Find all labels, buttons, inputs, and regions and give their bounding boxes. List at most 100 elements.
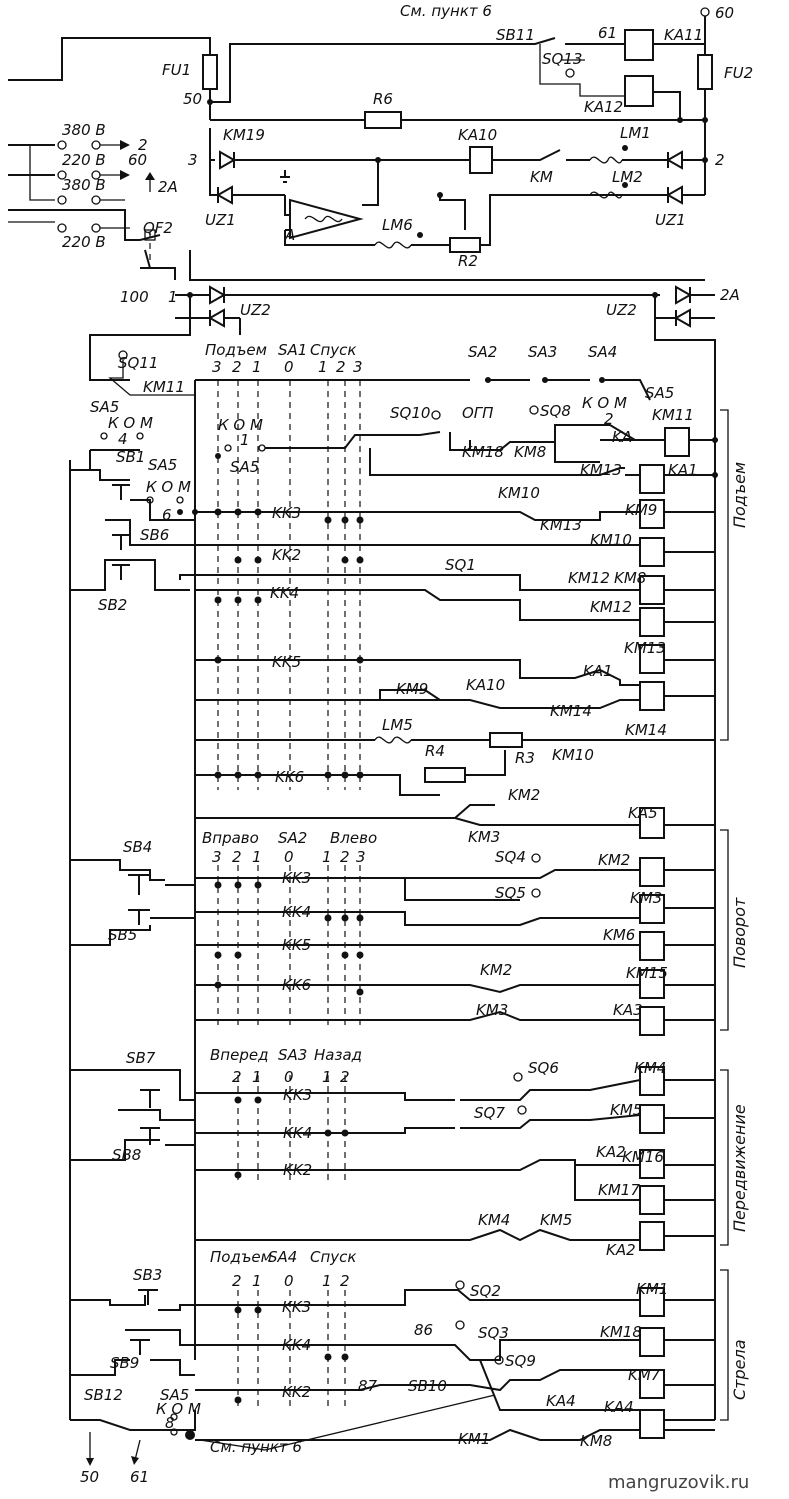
label-pos-l3: 3 <box>212 358 222 376</box>
label-2: 2 <box>715 151 725 169</box>
label-qf2: QF2 <box>143 219 173 237</box>
sa3-dots <box>234 1096 349 1179</box>
label-uz1-right: UZ1 <box>655 211 686 229</box>
coil-km6 <box>639 931 665 961</box>
label-travel-l2: 2 <box>232 1068 242 1086</box>
label-km13a: KM13 <box>580 461 622 479</box>
label-sb11: SB11 <box>496 26 535 44</box>
coil-ka4 <box>639 1409 665 1439</box>
label-1b: 1 <box>240 431 250 449</box>
label-travel-sa3: SA3 <box>278 1046 307 1064</box>
label-sb12: SB12 <box>84 1386 123 1404</box>
power-section <box>8 7 716 1420</box>
label-slew-kk6: KK6 <box>282 976 311 994</box>
coil-km10 <box>639 537 665 567</box>
label-boom-sa5: SA5 <box>160 1386 189 1404</box>
label-boom-sa4: SA4 <box>268 1248 297 1266</box>
resistor-r2 <box>449 237 481 253</box>
label-km3a: KM3 <box>468 828 500 846</box>
label-sq3: SQ3 <box>478 1324 509 1342</box>
label-ka1b: KA1 <box>583 662 613 680</box>
coil-ka3 <box>639 1006 665 1036</box>
label-kom-b: К О М <box>146 478 191 496</box>
label-pos-l2: 2 <box>232 358 242 376</box>
label-km14b: KM14 <box>625 721 667 739</box>
label-86: 86 <box>414 1321 433 1339</box>
label-50: 50 <box>183 90 202 108</box>
label-sq1: SQ1 <box>445 556 476 574</box>
hoist-section <box>69 350 729 1420</box>
label-kom-mid: К О М <box>218 416 263 434</box>
label-boom-km7: KM7 <box>628 1366 661 1384</box>
label-87: 87 <box>358 1377 378 1395</box>
sa2-dots <box>214 881 364 996</box>
label-km12a: KM12 <box>568 569 610 587</box>
label-uz2-left: UZ2 <box>240 301 271 319</box>
label-km10c: KM10 <box>552 746 594 764</box>
label-ka4a: KA4 <box>546 1392 576 1410</box>
coil-km18 <box>639 1327 665 1357</box>
label-to2a: 2A <box>158 178 178 196</box>
label-ka12: KA12 <box>584 98 623 116</box>
label-travel-km4: KM4 <box>634 1059 666 1077</box>
label-sa3: SA3 <box>528 343 557 361</box>
label-sa1-right: Спуск <box>310 341 356 359</box>
coil-km17 <box>639 1185 665 1215</box>
sa4-dots <box>234 1306 349 1404</box>
label-2b: 2 <box>604 410 614 428</box>
label-boom-l2: 2 <box>232 1272 242 1290</box>
label-slew-right: Влево <box>330 829 377 847</box>
label-boom-kom: К О М <box>156 1400 201 1418</box>
label-km19: KM19 <box>223 126 265 144</box>
terminal-60 <box>700 7 710 17</box>
label-travel-ka2b: KA2 <box>606 1241 636 1259</box>
label-2a: 2A <box>720 286 740 304</box>
label-sb5: SB5 <box>108 926 137 944</box>
label-slew-km3: KM3 <box>630 889 662 907</box>
section-label-boom: Стрела <box>730 1339 749 1400</box>
label-sb2: SB2 <box>98 596 127 614</box>
label-4: 4 <box>118 430 128 448</box>
label-km9b: KM9 <box>396 680 428 698</box>
label-boom-kk3: KK3 <box>282 1298 311 1316</box>
label-km11: KM11 <box>652 406 694 424</box>
label-sq10: SQ10 <box>390 404 430 422</box>
label-ka10: KA10 <box>458 126 497 144</box>
label-61: 61 <box>598 24 617 42</box>
label-sa5-left: SA5 <box>90 398 119 416</box>
label-sq13: SQ13 <box>542 50 582 68</box>
label-lm5: LM5 <box>382 716 413 734</box>
label-sa4: SA4 <box>588 343 617 361</box>
label-see-point-bottom: См. пункт 6 <box>210 1438 302 1456</box>
label-ka10b: KA10 <box>466 676 505 694</box>
label-50b: 50 <box>80 1468 99 1486</box>
travel-section <box>70 1066 729 1251</box>
label-ka11: KA11 <box>664 26 703 44</box>
label-r3: R3 <box>515 749 535 767</box>
fuse-fu2 <box>697 54 713 90</box>
resistor-r6 <box>364 111 402 129</box>
label-ka5: KA5 <box>628 804 658 822</box>
label-slew-left: Вправо <box>202 829 259 847</box>
label-km10a: KM10 <box>498 484 540 502</box>
label-travel-kk3: KK3 <box>283 1086 312 1104</box>
label-pos-0: 0 <box>284 358 294 376</box>
label-sb7: SB7 <box>126 1049 156 1067</box>
label-to60: 60 <box>128 151 147 169</box>
label-km12b: KM12 <box>590 598 632 616</box>
label-km11a: KM11 <box>143 378 185 396</box>
label-6: 6 <box>162 506 172 524</box>
label-boom-km18: KM18 <box>600 1323 642 1341</box>
coil-ka11 <box>624 29 654 61</box>
coil-km9 <box>639 499 665 529</box>
label-slew-kk3: KK3 <box>282 869 311 887</box>
label-lm1: LM1 <box>620 124 651 142</box>
label-boom-l1: 1 <box>252 1272 262 1290</box>
label-sq7: SQ7 <box>474 1104 505 1122</box>
label-sq5: SQ5 <box>495 884 526 902</box>
label-slew-kk5: KK5 <box>282 936 311 954</box>
label-travel-ka2a: KA2 <box>596 1143 626 1161</box>
label-km8b: KM8 <box>614 569 646 587</box>
label-380v-b: 380 В <box>62 176 106 194</box>
label-travel-km5b: KM5 <box>540 1211 572 1229</box>
